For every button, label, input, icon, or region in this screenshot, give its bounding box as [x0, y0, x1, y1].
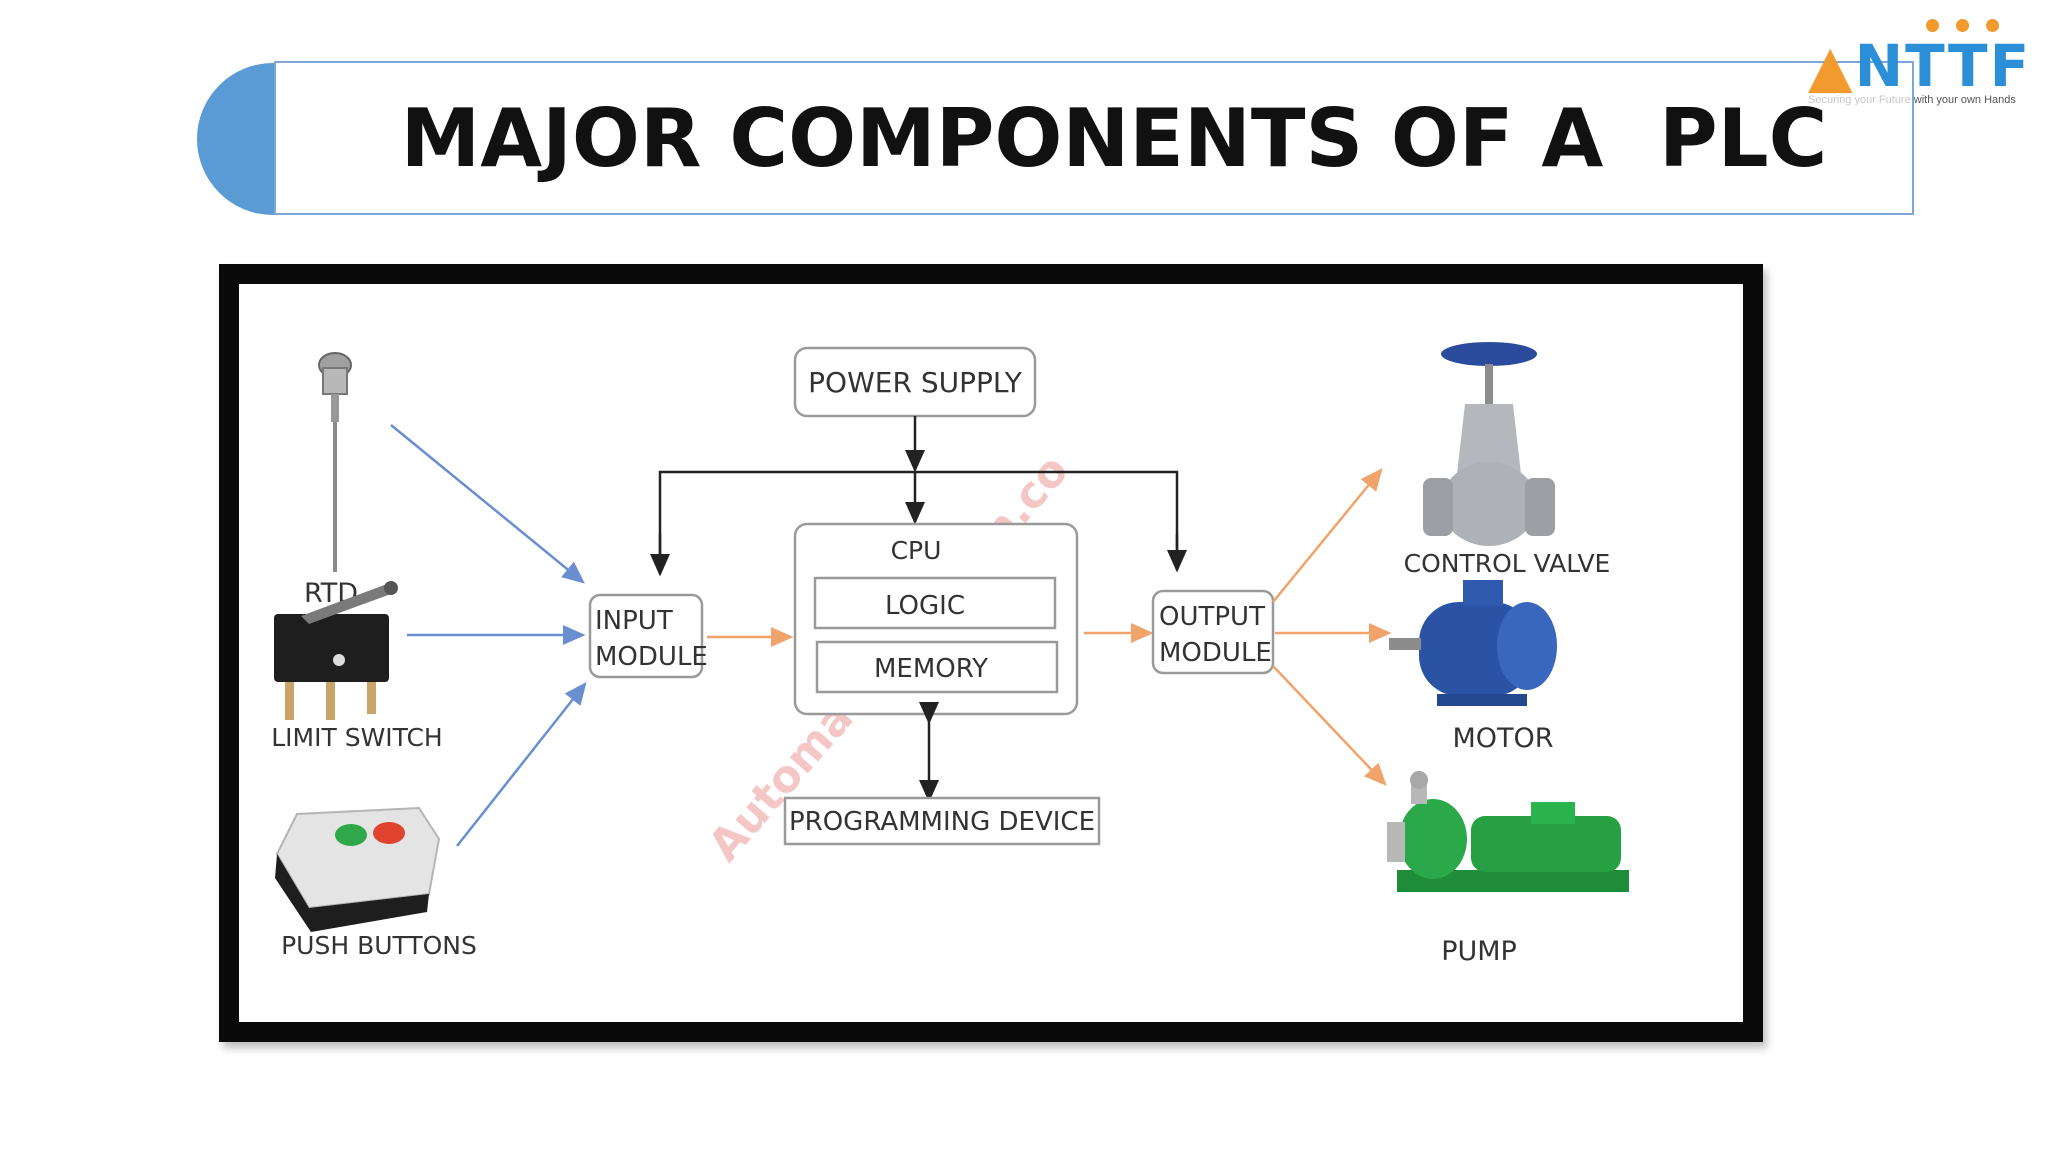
arrow-output-to-valve — [1272, 468, 1383, 603]
limit-switch-icon — [274, 581, 398, 720]
nttf-logo: ▲NTTF Securing your Future with your own… — [1808, 14, 2040, 114]
push-buttons-icon — [275, 806, 441, 932]
memory-box — [815, 640, 1059, 694]
motor-label: MOTOR — [1452, 723, 1553, 754]
power-supply-label: POWER SUPPLY — [808, 366, 1023, 399]
arrow-output-to-pump — [1272, 665, 1387, 786]
arrow-rtd-to-input — [390, 424, 585, 584]
logic-box — [813, 576, 1057, 630]
title-banner: MAJOR COMPONENTS OF A PLC — [274, 61, 1914, 215]
programming-device-box — [783, 796, 1101, 846]
control-valve-icon — [1423, 342, 1555, 546]
memory-label: MEMORY — [874, 654, 988, 684]
output-module-label-line1: OUTPUT — [1159, 602, 1265, 632]
pump-label: PUMP — [1441, 936, 1517, 967]
control-valve-label: CONTROL VALVE — [1404, 549, 1611, 578]
limit-switch-label: LIMIT SWITCH — [271, 723, 442, 752]
logo-tagline: Securing your Future with your own Hands — [1808, 94, 2016, 106]
push-buttons-label: PUSH BUTTONS — [281, 931, 477, 960]
output-module-label-line2: MODULE — [1159, 638, 1272, 668]
programming-device-label: PROGRAMMING DEVICE — [789, 807, 1095, 837]
logo-dot — [1986, 19, 1999, 32]
power-bus-line — [658, 470, 1179, 572]
logo-dot — [1956, 19, 1969, 32]
arrow-buttons-to-input — [456, 682, 587, 847]
input-module-label-line2: MODULE — [595, 642, 708, 672]
cpu-label: CPU — [891, 536, 942, 565]
logo-dot — [1926, 19, 1939, 32]
page-title: MAJOR COMPONENTS OF A PLC — [400, 91, 1828, 185]
motor-icon — [1389, 580, 1557, 706]
input-module-box — [588, 593, 704, 679]
plc-diagram: AutomationForum.co RTD LIMIT SWITCH — [271, 342, 1629, 967]
logic-label: LOGIC — [885, 591, 965, 621]
output-module-box — [1151, 589, 1275, 675]
logo-wordmark: ▲NTTF — [1808, 32, 2032, 100]
input-module-label-line1: INPUT — [595, 606, 673, 636]
pump-icon — [1387, 771, 1629, 892]
rtd-icon — [318, 352, 352, 572]
diagram-frame: AutomationForum.co RTD LIMIT SWITCH — [219, 264, 1763, 1042]
